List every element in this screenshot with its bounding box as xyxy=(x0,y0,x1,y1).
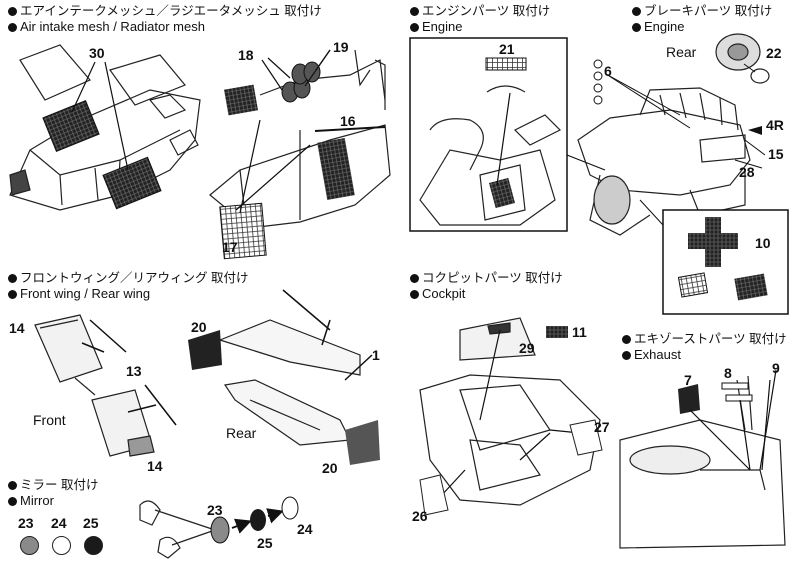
bullet-icon xyxy=(8,290,17,299)
section-title-jp: エンジンパーツ 取付け xyxy=(422,4,551,18)
endplate-20-right xyxy=(345,420,380,465)
part-label-21: 21 xyxy=(499,41,515,57)
mesh-10-inset-box xyxy=(662,209,789,315)
section-title-en: Engine xyxy=(422,19,463,34)
bullet-icon xyxy=(410,290,419,299)
exhaust-art xyxy=(619,375,786,549)
part-label-14-top: 14 xyxy=(9,320,25,336)
intake-art xyxy=(9,44,201,211)
section-title-jp: エキゾーストパーツ 取付け xyxy=(634,332,787,346)
part-label-19: 19 xyxy=(333,39,349,55)
bullet-icon xyxy=(8,23,17,32)
rear-brake-disc xyxy=(715,33,770,84)
part-label-25: 25 xyxy=(257,535,273,551)
section-exhaust: エキゾーストパーツ 取付け Exhaust xyxy=(622,332,787,362)
part-label-20-left: 20 xyxy=(191,319,207,335)
rear-wing-art xyxy=(218,319,361,446)
part-label-13: 13 xyxy=(126,363,142,379)
section-title-en: Mirror xyxy=(20,493,54,508)
section-mirror: ミラー 取付け Mirror xyxy=(8,478,98,508)
part-label-20-right: 20 xyxy=(322,460,338,476)
bullet-icon xyxy=(8,497,17,506)
section-title-jp: ブレーキパーツ 取付け xyxy=(644,4,773,18)
section-title-jp: ミラー 取付け xyxy=(20,478,99,492)
section-title-en: Front wing / Rear wing xyxy=(20,286,151,301)
rear-brake-tag: Rear xyxy=(666,44,697,60)
endplate-20-left xyxy=(188,330,222,370)
bullet-icon xyxy=(622,351,631,360)
part-label-15: 15 xyxy=(768,146,784,162)
part-label-1: 1 xyxy=(372,347,380,363)
part-label-30: 30 xyxy=(89,45,105,61)
part-label-17: 17 xyxy=(222,239,238,255)
part-label-27: 27 xyxy=(594,419,610,435)
section-title-jp: コクピットパーツ 取付け xyxy=(422,271,563,285)
front-wing-art xyxy=(34,314,155,457)
part-label-28: 28 xyxy=(739,164,755,180)
color-key-label-25: 25 xyxy=(83,515,99,531)
bullet-icon xyxy=(622,335,631,344)
part-label-24: 24 xyxy=(297,521,313,537)
part-label-14-bottom: 14 xyxy=(147,458,163,474)
color-key-label-24: 24 xyxy=(51,515,67,531)
part-label-16: 16 xyxy=(340,113,356,129)
part-label-11: 11 xyxy=(572,324,587,340)
section-wing: フロントウィング／リアウィング 取付け Front wing / Rear wi… xyxy=(8,271,248,301)
part-label-22: 22 xyxy=(766,45,782,61)
bullet-icon xyxy=(410,7,419,16)
part-label-9: 9 xyxy=(772,360,780,376)
bullet-icon xyxy=(8,481,17,490)
part-label-4r: 4R xyxy=(766,117,784,133)
color-swatch-25 xyxy=(84,536,103,555)
part-label-23: 23 xyxy=(207,502,223,518)
section-intake: エアインテークメッシュ／ラジエータメッシュ 取付け Air intake mes… xyxy=(8,4,322,34)
front-wing-tag: Front xyxy=(33,412,66,428)
color-swatch-24 xyxy=(52,536,71,555)
bullet-icon xyxy=(632,7,641,16)
mirror-art xyxy=(139,500,216,559)
color-key-label-23: 23 xyxy=(18,515,34,531)
engine-inset-art xyxy=(419,85,562,226)
color-swatch-23 xyxy=(20,536,39,555)
section-brake: ブレーキパーツ 取付け Engine xyxy=(632,4,772,34)
part-label-26: 26 xyxy=(412,508,428,524)
radiator-mesh-side xyxy=(317,138,355,200)
section-title-jp: フロントウィング／リアウィング 取付け xyxy=(20,271,249,285)
part-label-29: 29 xyxy=(519,340,535,356)
part-label-18: 18 xyxy=(238,47,254,63)
mesh-30-left xyxy=(42,100,100,152)
part-label-8: 8 xyxy=(724,365,732,381)
bullet-icon xyxy=(410,23,419,32)
section-cockpit: コクピットパーツ 取付け Cockpit xyxy=(410,271,563,301)
part-label-7: 7 xyxy=(684,372,692,388)
bullet-icon xyxy=(8,7,17,16)
bullet-icon xyxy=(632,23,641,32)
mesh-30-right xyxy=(102,156,162,210)
part-label-10: 10 xyxy=(755,235,771,251)
section-title-en: Cockpit xyxy=(422,286,466,301)
part-label-6: 6 xyxy=(604,63,612,79)
radiator-mesh-top xyxy=(223,84,259,116)
section-title-en: Air intake mesh / Radiator mesh xyxy=(20,19,205,34)
rear-wing-tag: Rear xyxy=(226,425,257,441)
cockpit-art xyxy=(419,317,601,506)
section-engine: エンジンパーツ 取付け Engine xyxy=(410,4,550,34)
section-title-jp: エアインテークメッシュ／ラジエータメッシュ 取付け xyxy=(20,4,322,18)
section-title-en: Exhaust xyxy=(634,347,681,362)
bullet-icon xyxy=(8,274,17,283)
exhaust-part-7 xyxy=(678,384,700,414)
bullet-icon xyxy=(410,274,419,283)
section-title-en: Engine xyxy=(644,19,685,34)
